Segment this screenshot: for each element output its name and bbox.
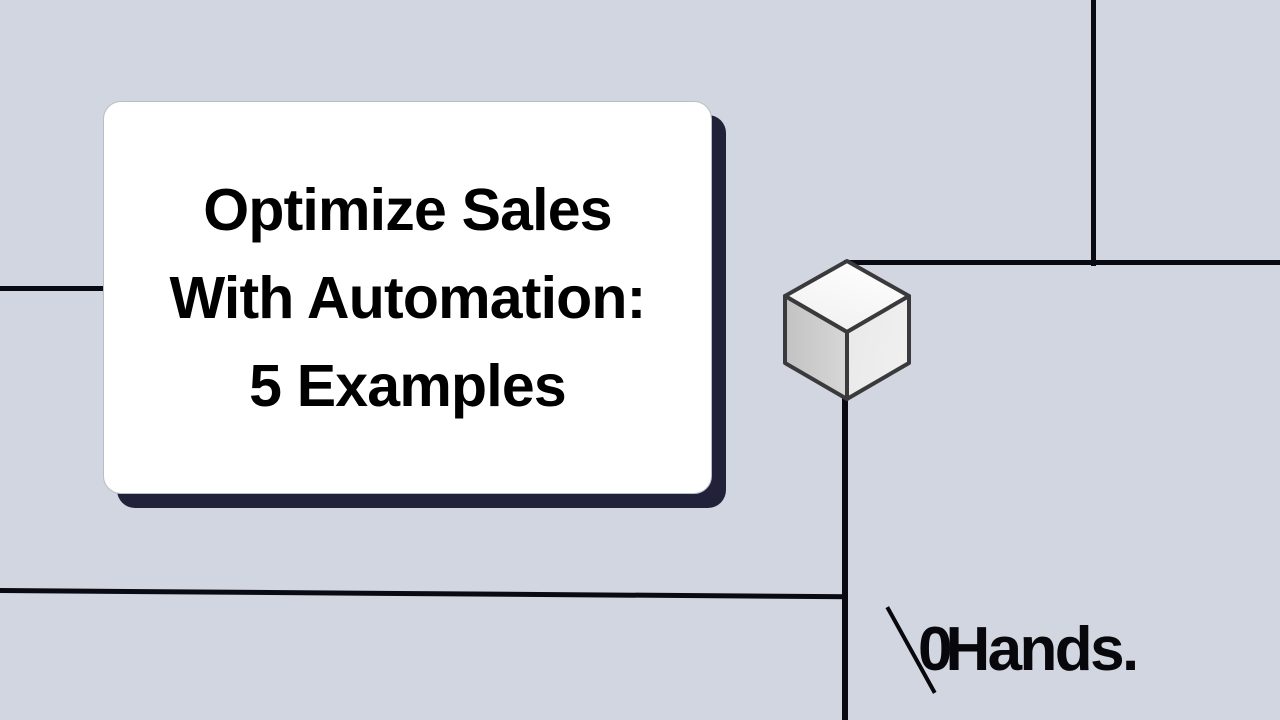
- title-card: Optimize Sales With Automation: 5 Exampl…: [103, 101, 712, 494]
- cube-right-face: [845, 294, 911, 401]
- page-title: Optimize Sales With Automation: 5 Exampl…: [169, 176, 646, 419]
- connector-line-vertical-top-right: [1091, 0, 1096, 266]
- connector-line-horizontal-cube-right: [844, 260, 1280, 265]
- logo-zero-glyph: 0: [885, 606, 953, 694]
- logo-wordmark: Hands.: [945, 615, 1139, 684]
- brand-logo: 0 Hands.: [885, 606, 1139, 694]
- connector-line-vertical-cube-down: [842, 396, 848, 720]
- logo-zero-character: 0: [918, 615, 953, 684]
- isometric-cube: [782, 258, 912, 402]
- connector-line-horizontal-mid-left: [0, 286, 106, 291]
- isometric-cube-graphic: [783, 259, 911, 401]
- connector-line-horizontal-lower-left: [0, 588, 848, 600]
